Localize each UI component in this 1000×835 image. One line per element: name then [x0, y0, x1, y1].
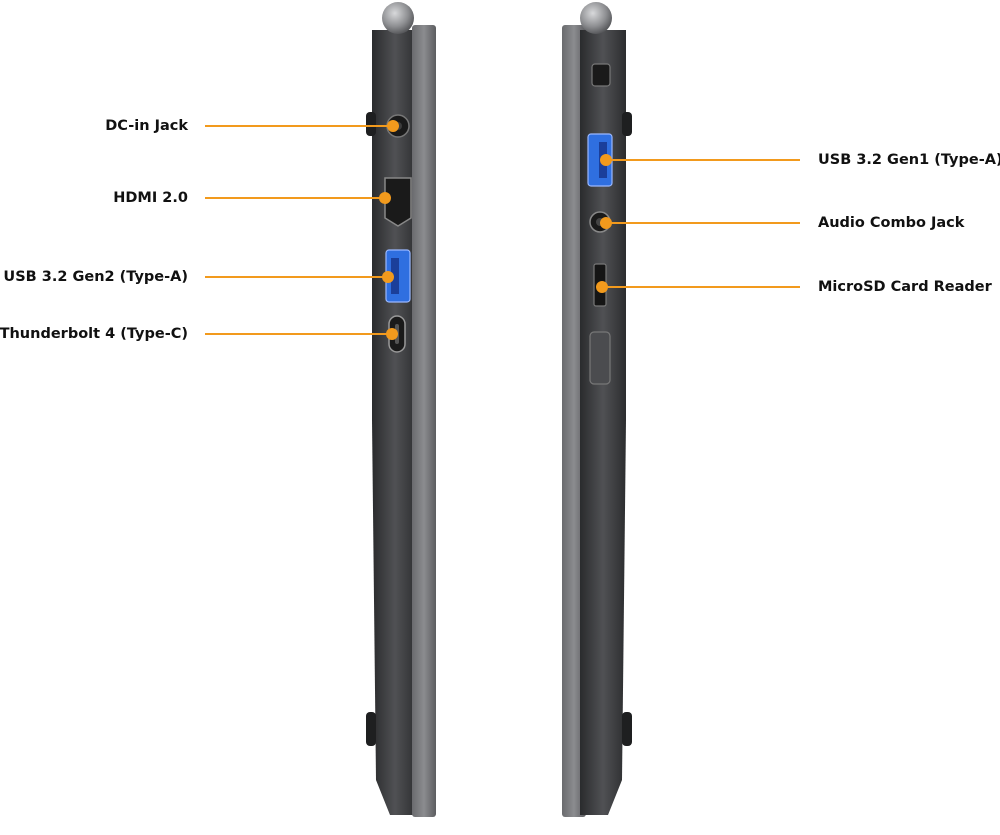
usb-c-port-icon: [388, 315, 406, 353]
left-foot-top: [366, 112, 376, 136]
label-microsd: MicroSD Card Reader: [818, 279, 992, 295]
label-usb-gen2: USB 3.2 Gen2 (Type-A): [3, 269, 188, 285]
leader-dc-in-jack-dot: [387, 120, 399, 132]
right-foot-bottom: [622, 712, 632, 746]
leader-usb-gen1-dot: [600, 154, 612, 166]
left-hinge-icon: [382, 2, 414, 34]
label-thunderbolt: Thunderbolt 4 (Type-C): [0, 326, 188, 342]
right-hinge-icon: [580, 2, 612, 34]
left-laptop-lid: [412, 25, 436, 817]
right-foot-top: [622, 112, 632, 136]
label-usb-gen1: USB 3.2 Gen1 (Type-A): [818, 152, 1000, 168]
label-dc-in-jack: DC-in Jack: [105, 118, 188, 134]
leader-hdmi-dot: [379, 192, 391, 204]
label-hdmi: HDMI 2.0: [113, 190, 188, 206]
right-laptop-side: [562, 2, 632, 817]
left-laptop-base: [372, 30, 418, 815]
label-audio-jack: Audio Combo Jack: [818, 215, 965, 231]
power-button-icon: [589, 331, 611, 385]
callout-leaders: [205, 120, 800, 340]
leader-usb-gen2-dot: [382, 271, 394, 283]
hdmi-port-icon: [384, 177, 412, 227]
left-foot-bottom: [366, 712, 376, 746]
left-laptop-side: [366, 2, 436, 817]
lock-slot-icon: [591, 63, 611, 87]
leader-microsd-dot: [596, 281, 608, 293]
leader-audio-jack-dot: [600, 217, 612, 229]
leader-thunderbolt-dot: [386, 328, 398, 340]
